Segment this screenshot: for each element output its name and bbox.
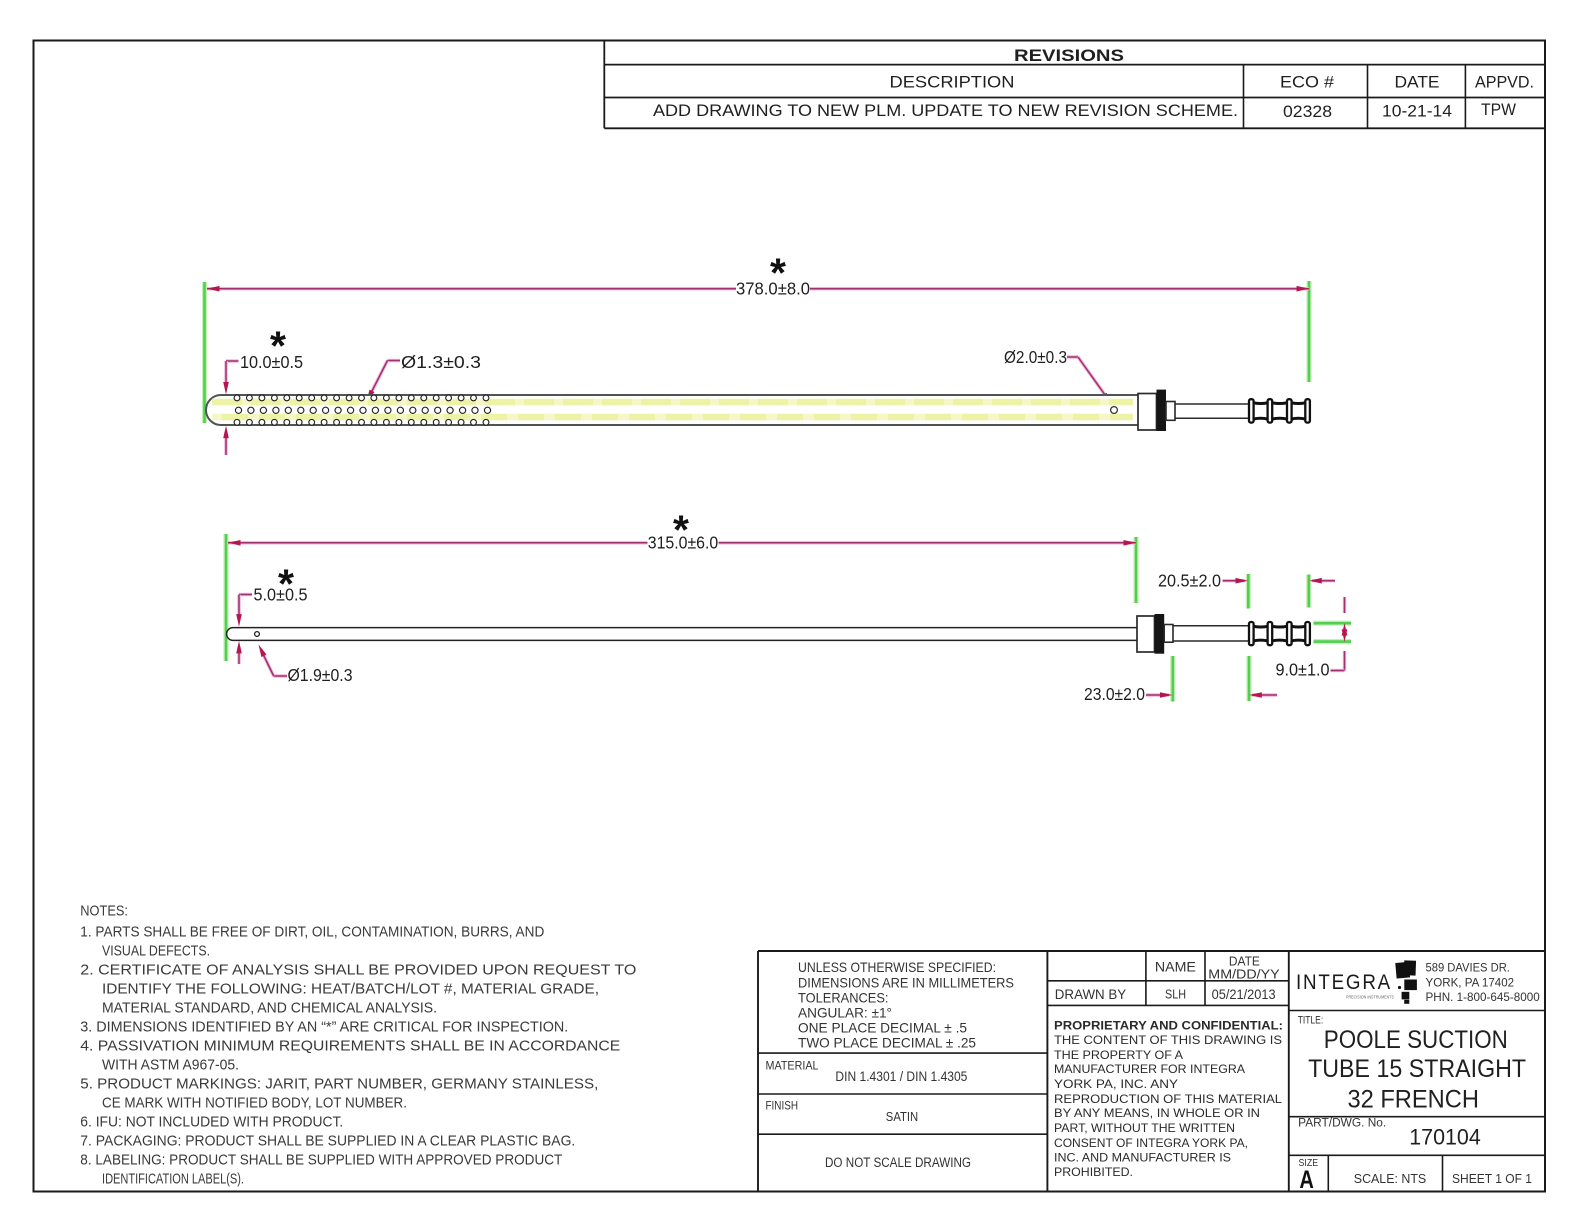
svg-text:10-21-14: 10-21-14 xyxy=(1382,101,1452,120)
svg-text:DATE: DATE xyxy=(1229,955,1260,969)
svg-text:6. IFU: NOT INCLUDED WITH PRO: 6. IFU: NOT INCLUDED WITH PRODUCT. xyxy=(80,1113,343,1130)
svg-text:SCALE: NTS: SCALE: NTS xyxy=(1354,1171,1427,1186)
svg-text:A: A xyxy=(1299,1166,1314,1194)
svg-text:*: * xyxy=(270,323,286,369)
svg-text:VISUAL DEFECTS.: VISUAL DEFECTS. xyxy=(102,942,210,959)
svg-text:ANGULAR: ±1°: ANGULAR: ±1° xyxy=(798,1005,892,1021)
svg-text:BY ANY MEANS, IN WHOLE OR IN: BY ANY MEANS, IN WHOLE OR IN xyxy=(1054,1106,1260,1120)
svg-text:PART, WITHOUT THE WRITTEN: PART, WITHOUT THE WRITTEN xyxy=(1054,1121,1235,1135)
svg-text:TOLERANCES:: TOLERANCES: xyxy=(798,990,889,1006)
svg-text:*: * xyxy=(278,561,294,607)
svg-text:TITLE:: TITLE: xyxy=(1298,1014,1324,1026)
svg-text:10.0±0.5: 10.0±0.5 xyxy=(240,352,303,372)
svg-text:SLH: SLH xyxy=(1165,986,1186,1001)
svg-text:WITH ASTM A967-05.: WITH ASTM A967-05. xyxy=(102,1056,239,1073)
svg-text:APPVD.: APPVD. xyxy=(1475,73,1534,92)
svg-text:PROHIBITED.: PROHIBITED. xyxy=(1054,1165,1133,1179)
svg-text:DIMENSIONS ARE IN MILLIMETERS: DIMENSIONS ARE IN MILLIMETERS xyxy=(798,975,1014,991)
svg-text:PHN. 1-800-645-8000: PHN. 1-800-645-8000 xyxy=(1426,990,1541,1004)
svg-text:9.0±1.0: 9.0±1.0 xyxy=(1276,660,1330,680)
svg-text:20.5±2.0: 20.5±2.0 xyxy=(1158,571,1221,591)
svg-text:DRAWN BY: DRAWN BY xyxy=(1055,986,1127,1002)
svg-text:32 FRENCH: 32 FRENCH xyxy=(1347,1085,1479,1113)
svg-text:DO NOT SCALE DRAWING: DO NOT SCALE DRAWING xyxy=(825,1155,971,1170)
svg-text:5.0±0.5: 5.0±0.5 xyxy=(254,585,308,605)
svg-text:THE PROPERTY OF A: THE PROPERTY OF A xyxy=(1054,1048,1183,1062)
svg-text:3. DIMENSIONS IDENTIFIED BY A: 3. DIMENSIONS IDENTIFIED BY AN “*” ARE C… xyxy=(80,1018,568,1035)
svg-text:UNLESS OTHERWISE SPECIFIED:: UNLESS OTHERWISE SPECIFIED: xyxy=(798,959,996,975)
svg-text:*: * xyxy=(770,250,786,296)
svg-text:05/21/2013: 05/21/2013 xyxy=(1212,987,1276,1002)
svg-text:PROPRIETARY AND CONFIDENTIAL:: PROPRIETARY AND CONFIDENTIAL: xyxy=(1054,1019,1283,1033)
svg-text:SIZE: SIZE xyxy=(1299,1157,1319,1169)
svg-text:MANUFACTURER FOR INTEGRA: MANUFACTURER FOR INTEGRA xyxy=(1054,1062,1245,1076)
svg-text:Ø2.0±0.3: Ø2.0±0.3 xyxy=(1004,347,1067,367)
svg-text:TWO PLACE DECIMAL ± .25: TWO PLACE DECIMAL ± .25 xyxy=(798,1034,976,1050)
svg-text:YORK, PA 17402: YORK, PA 17402 xyxy=(1426,976,1515,990)
svg-text:2. CERTIFICATE OF ANALYSIS SH: 2. CERTIFICATE OF ANALYSIS SHALL BE PROV… xyxy=(80,961,636,978)
svg-text:589 DAVIES DR.: 589 DAVIES DR. xyxy=(1426,960,1510,974)
svg-text:Ø1.9±0.3: Ø1.9±0.3 xyxy=(288,665,353,685)
svg-text:PART/DWG. No.: PART/DWG. No. xyxy=(1298,1118,1386,1130)
svg-text:NOTES:: NOTES: xyxy=(80,902,128,919)
svg-text:315.0±6.0: 315.0±6.0 xyxy=(648,532,719,552)
svg-text:4. PASSIVATION MINIMUM REQUIR: 4. PASSIVATION MINIMUM REQUIREMENTS SHAL… xyxy=(80,1037,620,1054)
svg-text:INTEGRA: INTEGRA xyxy=(1296,971,1392,994)
svg-text:REVISIONS: REVISIONS xyxy=(1014,46,1124,65)
svg-text:MATERIAL: MATERIAL xyxy=(766,1058,819,1072)
svg-text:23.0±2.0: 23.0±2.0 xyxy=(1084,684,1145,704)
svg-text:TPW: TPW xyxy=(1481,100,1516,119)
svg-text:YORK PA, INC. ANY: YORK PA, INC. ANY xyxy=(1054,1077,1178,1091)
svg-text:THE CONTENT OF THIS DRAWING IS: THE CONTENT OF THIS DRAWING IS xyxy=(1054,1033,1282,1047)
svg-text:MM/DD/YY: MM/DD/YY xyxy=(1208,968,1280,982)
svg-text:170104: 170104 xyxy=(1409,1125,1481,1150)
svg-text:SATIN: SATIN xyxy=(886,1109,918,1124)
svg-text:Ø1.3±0.3: Ø1.3±0.3 xyxy=(401,352,481,372)
svg-text:5. PRODUCT MARKINGS: JARIT, P: 5. PRODUCT MARKINGS: JARIT, PART NUMBER,… xyxy=(80,1075,598,1092)
svg-text:NAME: NAME xyxy=(1155,958,1196,974)
svg-text:1. PARTS SHALL BE FREE OF DIR: 1. PARTS SHALL BE FREE OF DIRT, OIL, CON… xyxy=(80,923,544,940)
svg-text:FINISH: FINISH xyxy=(766,1099,799,1113)
svg-text:REPRODUCTION OF THIS MATERIAL: REPRODUCTION OF THIS MATERIAL xyxy=(1054,1092,1282,1106)
svg-text:DESCRIPTION: DESCRIPTION xyxy=(890,73,1015,92)
svg-text:IDENTIFICATION LABEL(S).: IDENTIFICATION LABEL(S). xyxy=(102,1170,244,1187)
svg-text:MATERIAL STANDARD, AND CHEMICA: MATERIAL STANDARD, AND CHEMICAL ANALYSIS… xyxy=(102,999,437,1016)
svg-text:POOLE SUCTION: POOLE SUCTION xyxy=(1324,1026,1508,1054)
svg-text:*: * xyxy=(673,507,689,553)
svg-text:DIN 1.4301 / DIN 1.4305: DIN 1.4301 / DIN 1.4305 xyxy=(835,1068,967,1084)
svg-text:DATE: DATE xyxy=(1395,73,1440,92)
svg-text:CE MARK WITH NOTIFIED BODY, LO: CE MARK WITH NOTIFIED BODY, LOT NUMBER. xyxy=(102,1094,407,1111)
svg-text:8. LABELING: PRODUCT SHALL BE: 8. LABELING: PRODUCT SHALL BE SUPPLIED W… xyxy=(80,1151,562,1168)
svg-text:02328: 02328 xyxy=(1283,102,1332,121)
svg-text:7. PACKAGING: PRODUCT SHALL: 7. PACKAGING: PRODUCT SHALL BE SUPPLIED … xyxy=(80,1132,575,1149)
svg-text:ONE PLACE DECIMAL ± .5: ONE PLACE DECIMAL ± .5 xyxy=(798,1019,967,1035)
svg-text:TUBE 15 STRAIGHT: TUBE 15 STRAIGHT xyxy=(1308,1055,1526,1083)
svg-text:378.0±8.0: 378.0±8.0 xyxy=(736,279,810,299)
svg-text:SHEET 1 OF 1: SHEET 1 OF 1 xyxy=(1452,1171,1532,1186)
svg-text:ADD DRAWING TO NEW PLM. UPDATE: ADD DRAWING TO NEW PLM. UPDATE TO NEW RE… xyxy=(653,101,1238,120)
svg-text:INC. AND MANUFACTURER IS: INC. AND MANUFACTURER IS xyxy=(1054,1151,1231,1165)
svg-text:ECO #: ECO # xyxy=(1280,73,1335,92)
svg-text:IDENTIFY THE FOLLOWING: HEAT/B: IDENTIFY THE FOLLOWING: HEAT/BATCH/LOT #… xyxy=(102,980,599,997)
svg-text:PRECISION INSTRUMENTS: PRECISION INSTRUMENTS xyxy=(1346,995,1394,1000)
svg-text:CONSENT OF INTEGRA YORK PA,: CONSENT OF INTEGRA YORK PA, xyxy=(1054,1136,1248,1150)
